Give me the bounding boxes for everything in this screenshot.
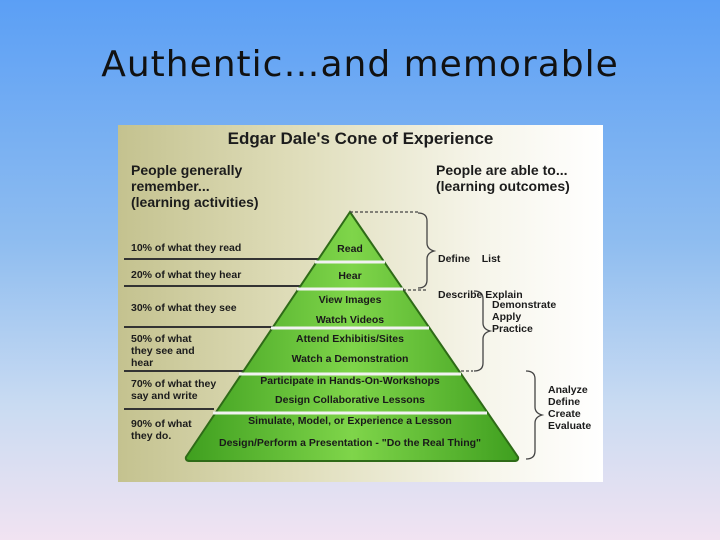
cone-pyramid xyxy=(184,210,545,462)
remember-line: 10% of what they read xyxy=(131,242,242,254)
left-header-line: (learning activities) xyxy=(131,194,259,210)
remember-line: they see and xyxy=(131,345,195,357)
left-column-header: People generally remember... (learning a… xyxy=(131,162,291,210)
level-divider-line xyxy=(124,326,286,328)
outcome-line: Analyze xyxy=(548,384,588,396)
outcome-line: Create xyxy=(548,408,581,420)
bracket xyxy=(417,212,437,289)
bracket xyxy=(525,370,545,460)
pyramid-level-label: Simulate, Model, or Experience a Lesson xyxy=(248,415,452,427)
outcome-brackets xyxy=(417,212,545,460)
remember-level: 20% of what they hear xyxy=(131,269,241,281)
right-column-header: People are able to... (learning outcomes… xyxy=(436,162,601,194)
remember-line: hear xyxy=(131,357,154,369)
outcome-line: Apply xyxy=(492,311,522,323)
right-header-line: (learning outcomes) xyxy=(436,178,570,194)
remember-level: 50% of what they see and hear xyxy=(131,333,195,369)
pyramid-level-label: Participate in Hands-On-Workshops xyxy=(260,375,440,387)
remember-line: 90% of what xyxy=(131,418,192,430)
right-header-line: People are able to... xyxy=(436,162,568,178)
remember-line: 50% of what xyxy=(131,333,192,345)
outcome-line: Evaluate xyxy=(548,420,592,432)
outcome-line: Describe Explain xyxy=(438,289,523,301)
pyramid-level-label: View Images xyxy=(318,294,382,306)
remember-line: 20% of what they hear xyxy=(131,269,242,281)
level-divider-line xyxy=(124,285,326,287)
outcome-connectors xyxy=(350,211,473,372)
pyramid-level-label: Hear xyxy=(338,270,362,282)
pyramid-level-label: Design Collaborative Lessons xyxy=(275,394,425,406)
pyramid-shape xyxy=(184,210,520,462)
remember-level: 90% of what they do. xyxy=(131,418,192,442)
outcome-line: Define xyxy=(548,396,581,408)
remember-line: 30% of what they see xyxy=(131,302,237,314)
pyramid-level-label: Attend Exhibitis/Sites xyxy=(296,333,404,345)
remember-line: say and write xyxy=(131,390,198,402)
outcome-line: Demonstrate xyxy=(492,299,557,311)
remember-line: they do. xyxy=(131,430,172,442)
outcome-group: Analyze Define Create Evaluate xyxy=(548,384,591,432)
left-header-line: remember... xyxy=(131,178,210,194)
outcome-line: Practice xyxy=(492,323,533,335)
level-divider-line xyxy=(124,258,352,260)
pyramid-level-label: Design/Perform a Presentation - "Do the … xyxy=(219,437,481,449)
figure-title: Edgar Dale's Cone of Experience xyxy=(227,129,494,148)
remember-line: 70% of what they xyxy=(131,378,217,390)
level-divider-line xyxy=(124,408,214,410)
outcome-group: Demonstrate Apply Practice xyxy=(492,299,556,335)
level-divider-line xyxy=(124,370,244,372)
cone-of-experience-figure: Edgar Dale's Cone of Experience People g… xyxy=(118,125,603,482)
pyramid-level-label: Read xyxy=(337,243,363,255)
pyramid-level-label: Watch Videos xyxy=(315,314,385,326)
remember-level: 70% of what they say and write xyxy=(131,378,216,402)
remember-level: 10% of what they read xyxy=(131,242,241,254)
slide-title: Authentic…and memorable xyxy=(101,44,619,85)
outcome-group: Define List Describe Explain xyxy=(438,229,523,325)
bracket xyxy=(473,290,493,372)
left-header-line: People generally xyxy=(131,162,243,178)
pyramid-dividers xyxy=(213,260,487,415)
remember-level: 30% of what they see xyxy=(131,302,237,314)
pyramid-level-label: Watch a Demonstration xyxy=(291,353,409,365)
outcome-line: Define List xyxy=(438,253,501,265)
